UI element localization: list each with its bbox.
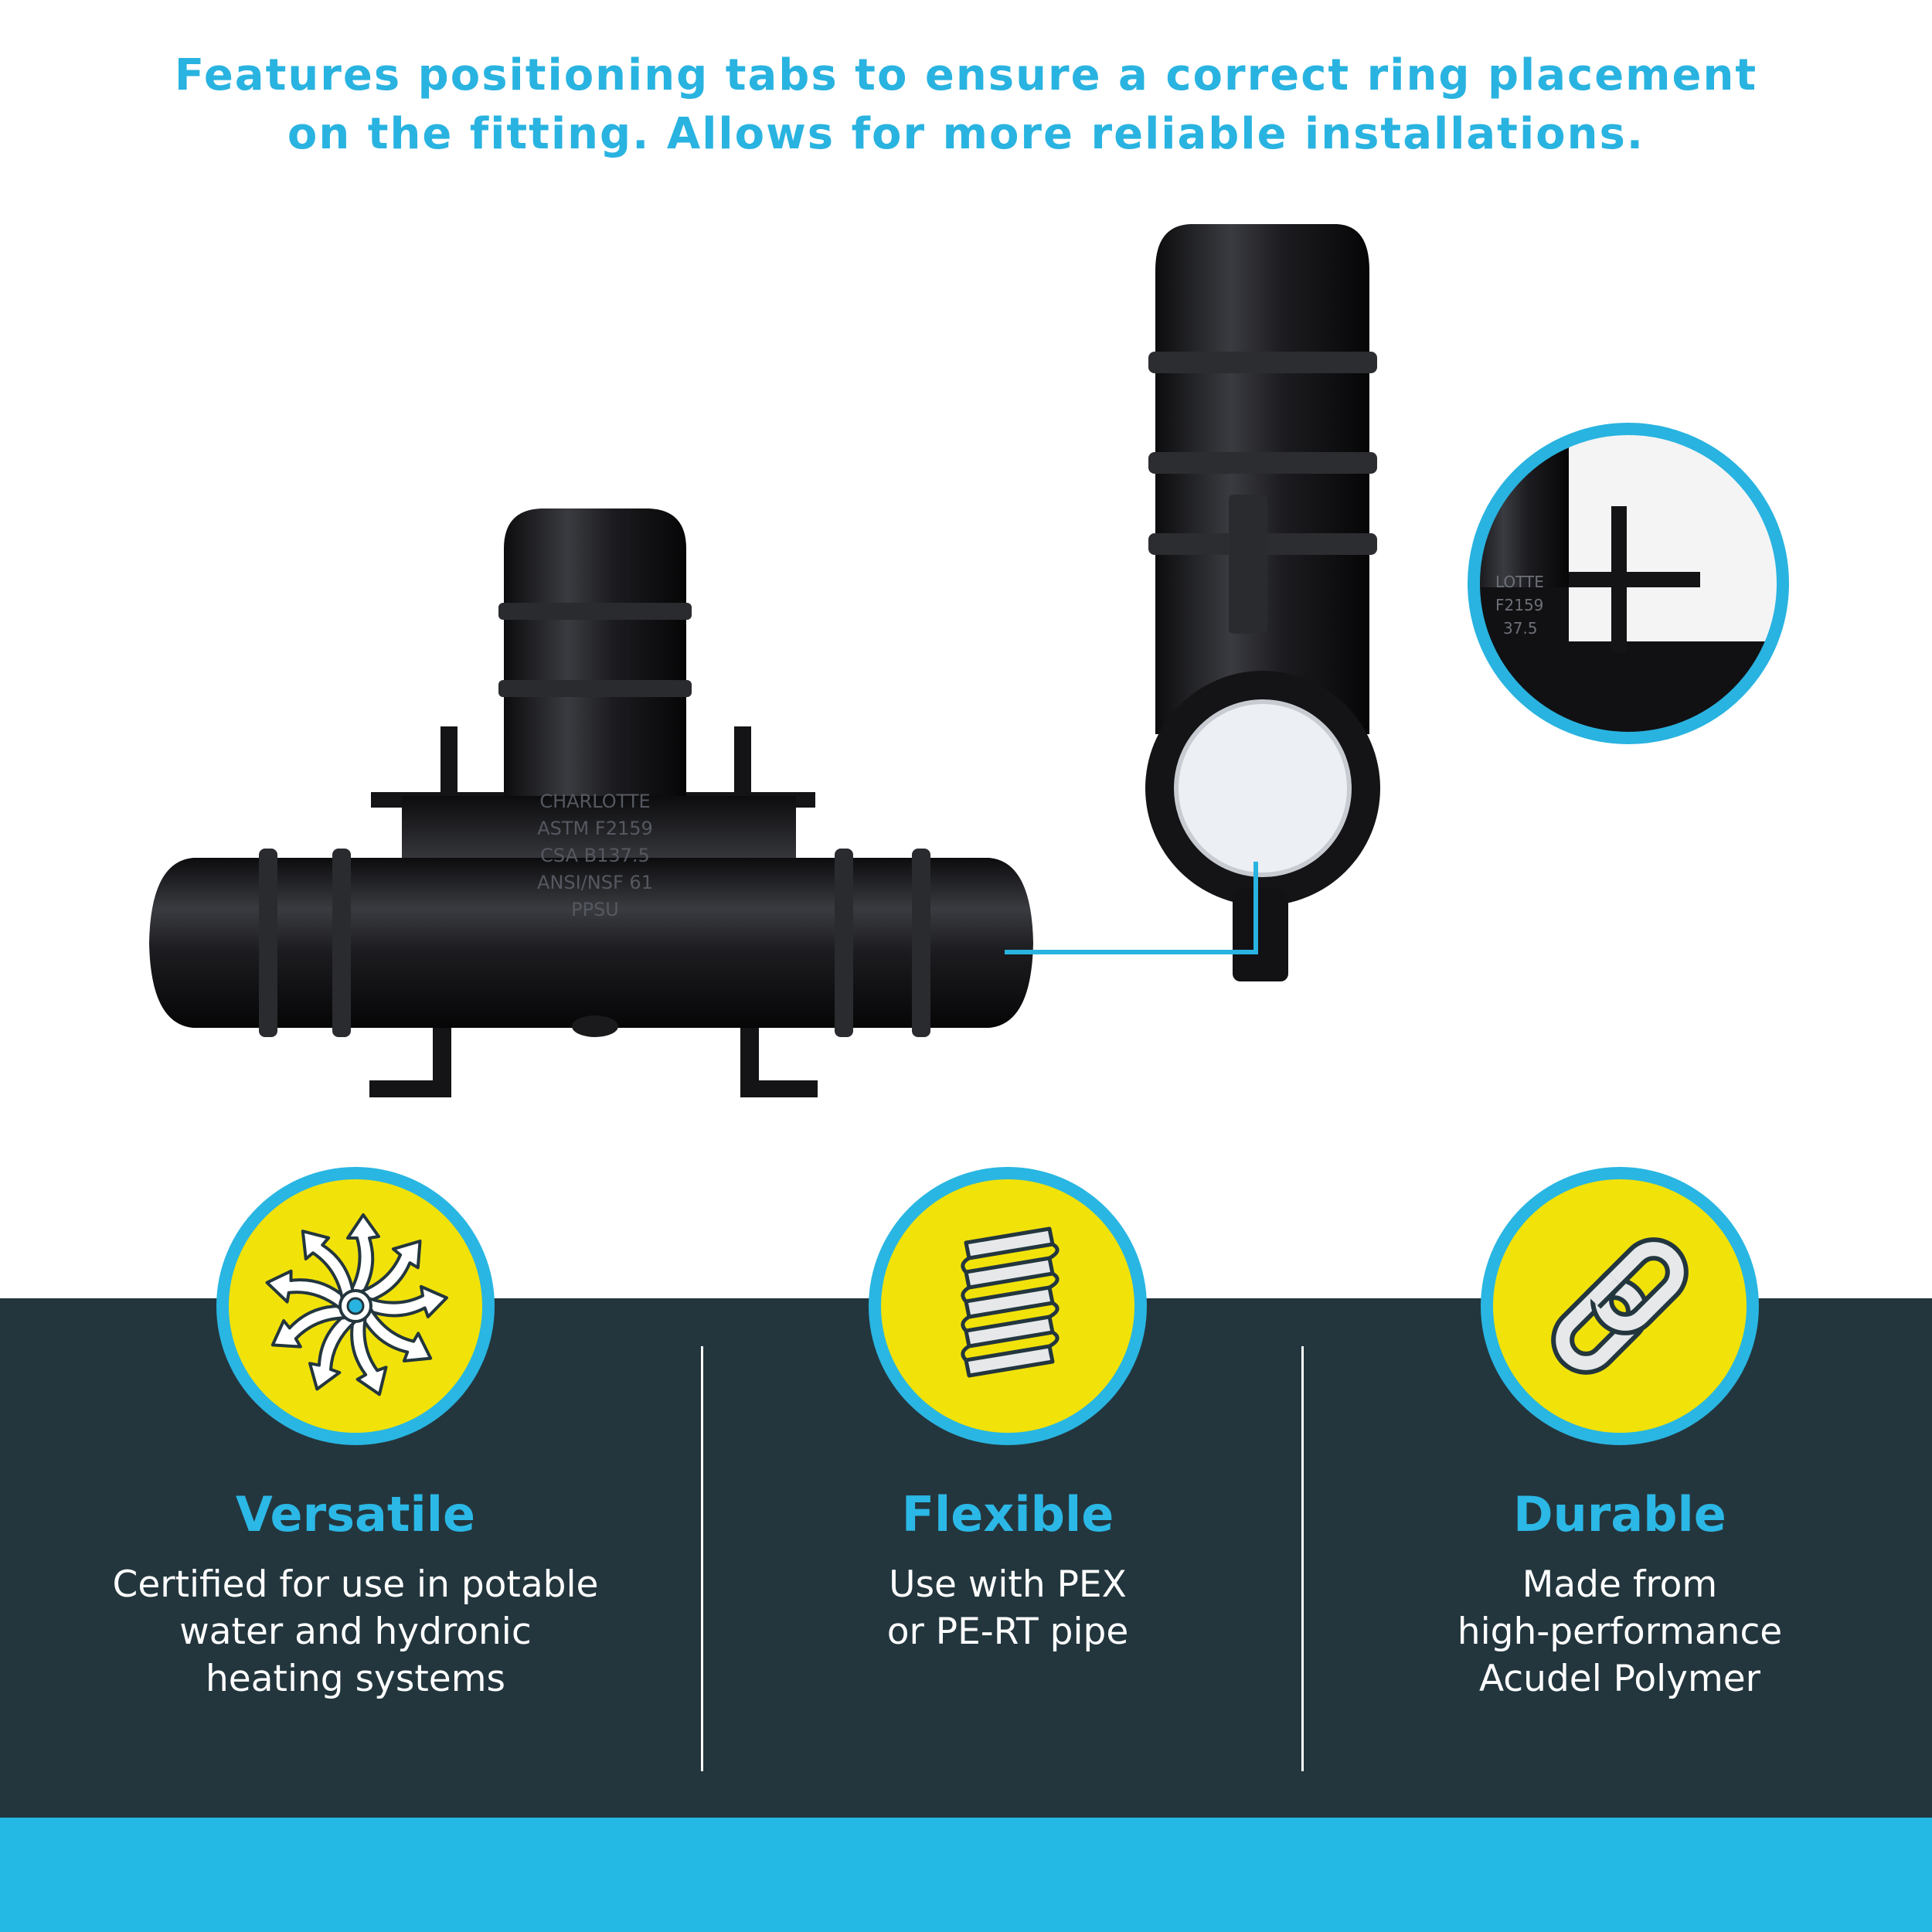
feature-title: Durable xyxy=(1513,1486,1726,1543)
footer-band xyxy=(0,1818,1932,1932)
side-view-fitting xyxy=(1145,224,1380,981)
tee-fitting: CHARLOTTE ASTM F2159 CSA B137.5 ANSI/NSF… xyxy=(149,509,1033,1097)
tee-marking-3: CSA B137.5 xyxy=(540,845,650,866)
zoom-marking-2: F2159 xyxy=(1495,596,1543,614)
feature-description: Use with PEX or PE-RT pipe xyxy=(886,1563,1129,1653)
headline-line-1: Features positioning tabs to ensure a co… xyxy=(174,50,1758,100)
feature-flexible: Flexible Use with PEX or PE-RT pipe xyxy=(699,1167,1317,1785)
feature-title: Flexible xyxy=(901,1486,1114,1543)
feature-badge xyxy=(869,1167,1147,1445)
chain-link-icon xyxy=(1551,1237,1689,1375)
feature-durable: Durable Made from high-performance Acude… xyxy=(1311,1167,1929,1785)
zoom-marking-1: LOTTE xyxy=(1495,573,1544,591)
feature-description: Certified for use in potable water and h… xyxy=(112,1563,599,1700)
tee-marking-5: PPSU xyxy=(571,899,619,920)
divider-2 xyxy=(1301,1346,1304,1771)
product-illustration: CHARLOTTE ASTM F2159 CSA B137.5 ANSI/NSF… xyxy=(149,224,1789,1097)
headline-line-2: on the fitting. Allows for more reliable… xyxy=(287,109,1645,159)
headline: Features positioning tabs to ensure a co… xyxy=(0,46,1932,164)
callout-line xyxy=(1005,862,1258,954)
tee-marking-4: ANSI/NSF 61 xyxy=(537,872,653,893)
zoom-marking-3: 37.5 xyxy=(1503,619,1538,638)
divider-1 xyxy=(701,1346,703,1771)
spring-coil-icon xyxy=(961,1226,1060,1378)
feature-title: Versatile xyxy=(235,1486,476,1543)
feature-versatile: Versatile Certified for use in potable w… xyxy=(46,1167,665,1785)
feature-badge xyxy=(1481,1167,1759,1445)
tee-marking-2: ASTM F2159 xyxy=(537,818,653,839)
feature-description: Made from high-performance Acudel Polyme… xyxy=(1457,1563,1783,1700)
burst-arrows-icon xyxy=(263,1213,451,1402)
tee-marking-1: CHARLOTTE xyxy=(539,791,650,812)
feature-badge xyxy=(216,1167,495,1445)
zoom-detail: LOTTE F2159 37.5 xyxy=(1468,423,1789,744)
